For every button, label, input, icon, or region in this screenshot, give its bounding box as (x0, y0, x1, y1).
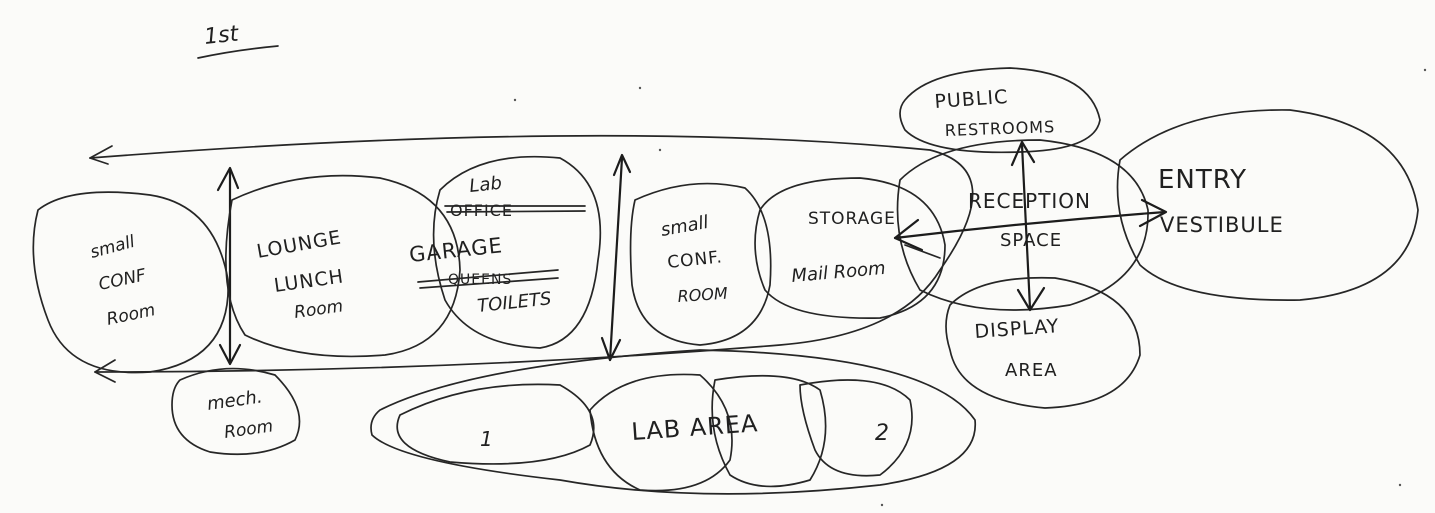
bubble-outline (900, 68, 1100, 152)
display-line2: AREA (1005, 360, 1058, 381)
bubble-outline (1118, 110, 1419, 300)
bubble-small-conf-left: small CONF Room (33, 192, 228, 372)
lounge-line3: Room (293, 296, 344, 323)
small-conf-mid-line1: small (659, 212, 710, 241)
small-conf-mid-line3: ROOM (677, 284, 729, 306)
entry-line2: VESTIBULE (1160, 213, 1284, 237)
lounge-line1: LOUNGE (255, 226, 343, 263)
garage-label: GARAGE (408, 233, 504, 267)
floor-label: 1st (198, 21, 278, 58)
small-conf-left-line2: CONF (97, 265, 148, 295)
restrooms-line2: RESTROOMS (944, 117, 1055, 140)
lounge-line2: LUNCH (273, 265, 346, 297)
bubble-entry-vestibule: ENTRY VESTIBULE (1118, 110, 1419, 300)
small-conf-mid-line2: CONF. (666, 247, 723, 273)
mech-line2: Room (223, 416, 274, 443)
entry-line1: ENTRY (1158, 165, 1247, 195)
reception-line1: RECEPTION (968, 189, 1091, 213)
bubble-lounge-lunch: LOUNGE LUNCH Room (226, 176, 460, 357)
storage-line1: STORAGE (808, 209, 896, 229)
display-line1: DISPLAY (974, 315, 1060, 343)
lab-office-line2: OFFICE (450, 201, 513, 220)
restrooms-line1: PUBLIC (934, 86, 1009, 113)
lab-area-label: LAB AREA (630, 409, 759, 446)
reception-line2: SPACE (1000, 230, 1062, 251)
arrow-vertical-middle (602, 155, 630, 360)
bubble-public-restrooms: PUBLIC RESTROOMS (900, 68, 1100, 152)
bubble-mech-room: mech. Room (172, 369, 300, 455)
bubble-lab-area: 1 LAB AREA 2 (371, 350, 975, 494)
bubble-display-area: DISPLAY AREA (946, 278, 1140, 408)
toilets-line2: TOILETS (476, 288, 552, 317)
corridor-outline (90, 136, 973, 372)
lab-area-cell-4 (800, 380, 912, 476)
lab-area-mark-2: 2 (875, 421, 889, 446)
corridor-arrowhead-top (90, 146, 112, 164)
bubble-small-conf-mid: small CONF. ROOM (631, 184, 771, 345)
lab-area-mark-1: 1 (480, 427, 493, 451)
lab-area-cell-1 (397, 384, 594, 464)
storage-line2: Mail Room (791, 258, 887, 287)
bubble-outline (226, 176, 460, 357)
bubble-lab-garage-toilets: Lab OFFICE GARAGE QUEENS TOILETS (408, 157, 600, 348)
lab-office-line1: Lab (468, 173, 503, 197)
small-conf-left-line1: small (88, 232, 137, 263)
floor-label-text: 1st (203, 21, 241, 50)
small-conf-left-line3: Room (105, 300, 157, 330)
mech-line1: mech. (206, 386, 264, 415)
